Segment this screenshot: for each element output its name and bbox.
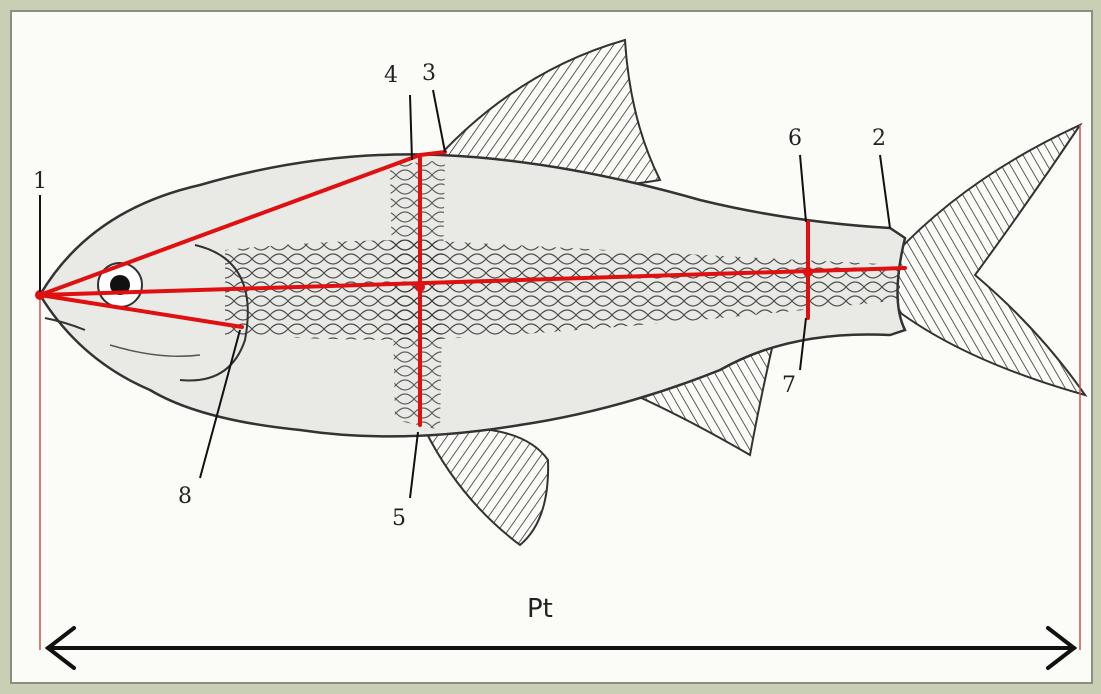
point-marker-center: [415, 282, 425, 292]
total-length-label: Pt: [527, 594, 553, 624]
point-marker-peduncle: [803, 267, 813, 277]
scale-pattern-vertical: [390, 160, 445, 430]
point-label-4: 4: [384, 63, 398, 88]
point-label-2: 2: [872, 126, 886, 151]
point-label-1: 1: [33, 169, 47, 194]
point-label-6: 6: [788, 126, 802, 151]
pelvic-fin: [425, 428, 548, 545]
caudal-fin: [885, 125, 1085, 395]
point-label-8: 8: [178, 484, 192, 509]
point-label-3: 3: [422, 61, 436, 86]
total-length-arrow: [48, 628, 1074, 668]
point-label-5: 5: [392, 506, 406, 531]
point-label-7: 7: [782, 373, 796, 398]
